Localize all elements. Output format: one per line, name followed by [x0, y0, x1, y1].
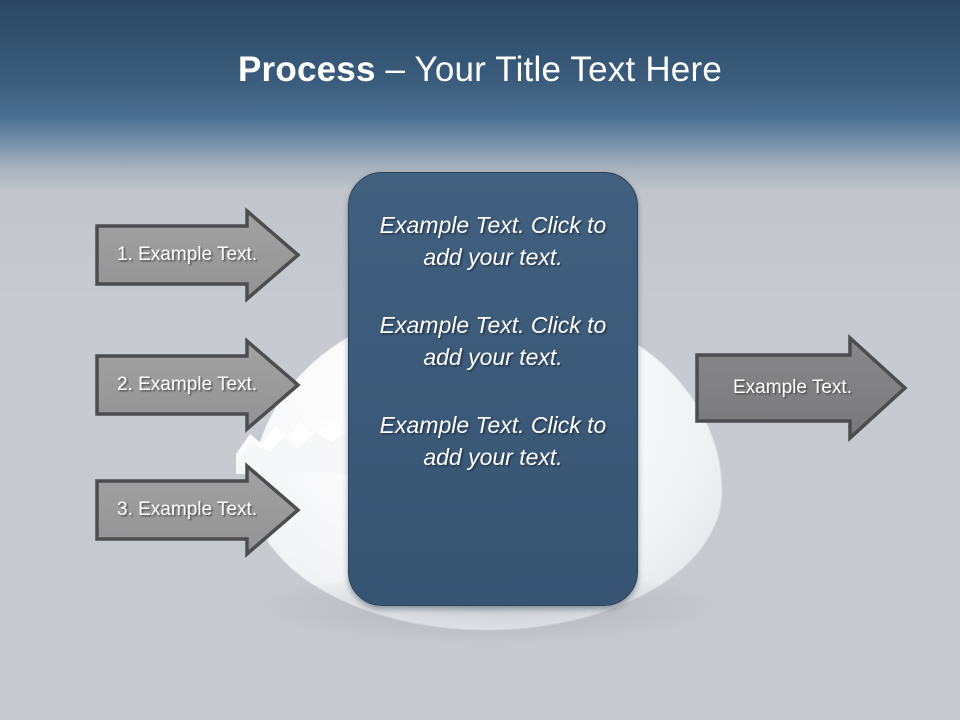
output-arrow[interactable]: Example Text.: [695, 334, 908, 442]
process-center-box[interactable]: Example Text. Click to add your text. Ex…: [348, 172, 638, 606]
input-arrow-3[interactable]: 3. Example Text.: [95, 462, 301, 558]
center-paragraph-1-text: Example Text. Click to add your text.: [379, 212, 607, 270]
center-paragraph-2-text: Example Text. Click to add your text.: [379, 312, 607, 370]
page-title-bold: Process: [238, 50, 376, 89]
center-paragraph-2: Example Text. Click to add your text.: [369, 309, 617, 373]
center-paragraph-3-text: Example Text. Click to add your text.: [379, 412, 607, 470]
center-paragraph-1: Example Text. Click to add your text.: [369, 209, 617, 273]
page-title-rest: – Your Title Text Here: [375, 50, 722, 89]
center-paragraph-3: Example Text. Click to add your text.: [369, 409, 617, 473]
input-arrow-2[interactable]: 2. Example Text.: [95, 337, 301, 433]
page-title: Process – Your Title Text Here: [0, 48, 960, 92]
input-arrow-1[interactable]: 1. Example Text.: [95, 207, 301, 303]
